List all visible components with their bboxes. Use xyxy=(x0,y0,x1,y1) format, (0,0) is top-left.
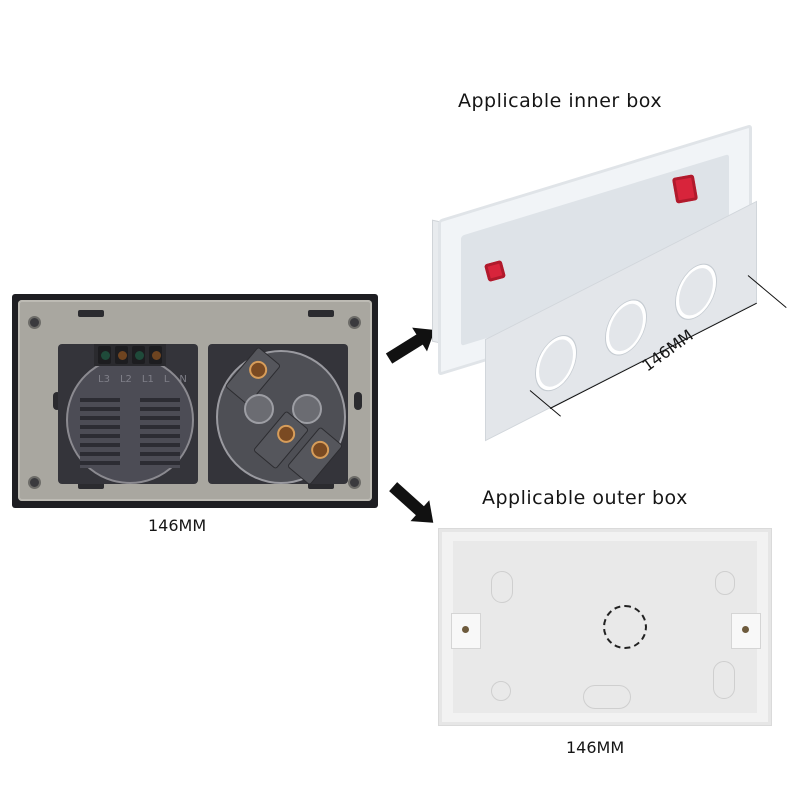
screw-icon xyxy=(462,626,469,633)
outer-box-image xyxy=(438,528,772,726)
inner-box-title: Applicable inner box xyxy=(458,90,663,112)
screw-hole-icon xyxy=(348,476,361,489)
terminal-l3 xyxy=(98,346,111,364)
vent-grille-icon xyxy=(80,398,120,468)
arrow-down-right-icon xyxy=(389,482,427,518)
terminal-labels: L3 L2 L1 L N xyxy=(98,374,187,385)
outer-box-floor xyxy=(453,541,757,713)
screw-hole-icon xyxy=(348,316,361,329)
panel-dimension-label: 146MM xyxy=(148,516,207,535)
terminal-l1 xyxy=(132,346,145,364)
screw-lug-left xyxy=(451,613,481,649)
mount-slot xyxy=(78,310,104,317)
terminal-l2 xyxy=(115,346,128,364)
oval-knockout xyxy=(491,681,511,701)
screw-hole-icon xyxy=(28,476,41,489)
outer-box-dimension-label: 146MM xyxy=(566,738,625,757)
mounting-plate: L3 L2 L1 L N xyxy=(18,300,372,501)
knockout-icon xyxy=(603,605,647,649)
outer-box-title: Applicable outer box xyxy=(482,487,688,509)
terminal-label: L2 xyxy=(119,374,132,385)
screw-icon xyxy=(742,626,749,633)
oval-knockout xyxy=(715,571,735,595)
mount-slot xyxy=(308,482,334,489)
pin-socket-icon xyxy=(292,394,322,424)
neutral-label: N xyxy=(179,374,187,385)
switch-socket-panel: L3 L2 L1 L N xyxy=(12,294,378,508)
oval-knockout xyxy=(491,571,513,603)
socket-module xyxy=(208,344,348,486)
mount-slot xyxy=(78,482,104,489)
mount-slot xyxy=(308,310,334,317)
knockout-icon xyxy=(676,256,716,327)
terminal-block xyxy=(94,344,166,366)
terminal-label: L1 xyxy=(141,374,154,385)
oval-knockout xyxy=(583,685,631,709)
oval-knockout xyxy=(713,661,735,699)
terminal-label: L3 xyxy=(98,374,110,385)
side-slot xyxy=(53,392,61,410)
screw-hole-icon xyxy=(28,316,41,329)
inner-box-image xyxy=(430,124,787,442)
switch-module: L3 L2 L1 L N xyxy=(58,344,198,484)
screw-lug-right xyxy=(731,613,761,649)
vent-grille-icon xyxy=(140,398,180,468)
terminal-l xyxy=(149,346,162,364)
knockout-icon xyxy=(606,292,646,363)
knockout-icon xyxy=(536,327,576,399)
pin-socket-icon xyxy=(244,394,274,424)
red-screw-clip-icon xyxy=(671,174,699,204)
arrow-up-right-icon xyxy=(385,332,427,364)
side-slot xyxy=(354,392,362,410)
terminal-label: L xyxy=(163,374,170,385)
